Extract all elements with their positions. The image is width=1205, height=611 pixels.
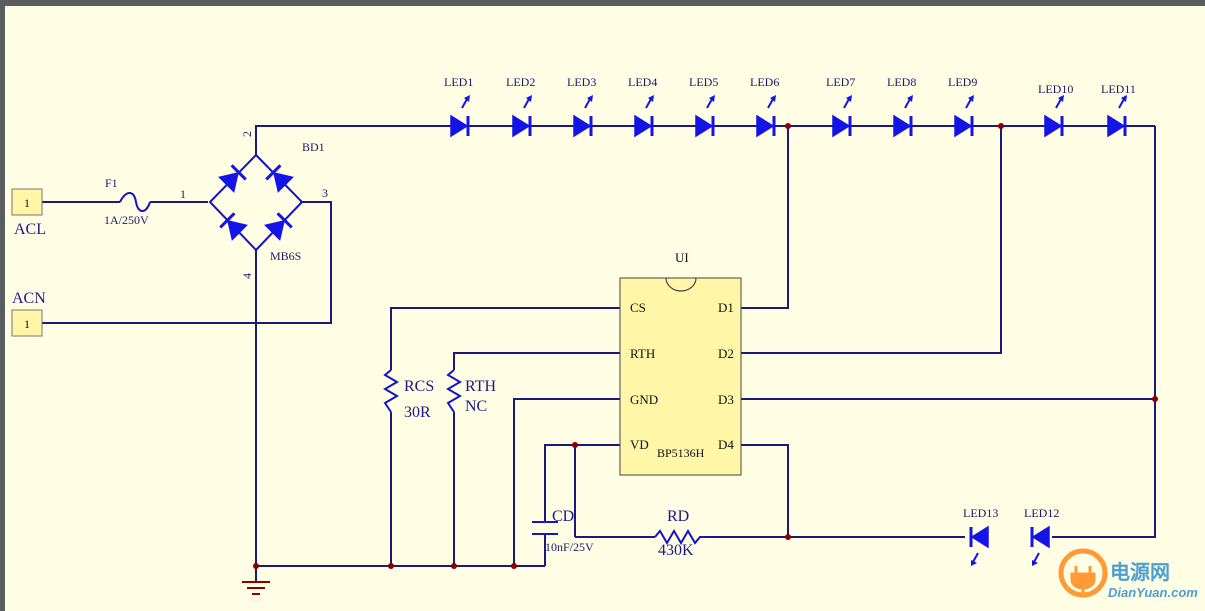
led-label: LED5 [689, 75, 718, 89]
bridge-pin-2: 2 [240, 131, 254, 137]
led-label: LED1 [444, 75, 473, 89]
bridge-value: MB6S [270, 249, 301, 263]
fuse-f1: F1 1A/250V 1 [104, 176, 186, 227]
wires [42, 125, 1156, 582]
led-label: LED8 [887, 75, 916, 89]
resistor-rth-value: NC [465, 398, 487, 415]
bridge-pin-4: 4 [240, 273, 254, 279]
ic-pin-d4: D4 [718, 437, 734, 452]
led-label: LED12 [1024, 506, 1059, 520]
led-label: LED7 [826, 75, 855, 89]
connector-acn-label: ACN [12, 290, 46, 307]
led-led8: LED8 [887, 75, 916, 138]
fuse-pin-label: 1 [180, 187, 186, 201]
connector-acl: 1 ACL [11, 188, 46, 238]
led-label: LED10 [1038, 82, 1073, 96]
resistor-rd-ref: RD [667, 508, 689, 525]
led-led4: LED4 [628, 75, 657, 138]
ic-pin-vd: VD [630, 437, 649, 452]
led-label: LED4 [628, 75, 657, 89]
bridge-rectifier: BD1 MB6S 2 3 4 [208, 131, 328, 279]
ic-ref: UI [675, 250, 689, 265]
connector-acn: 1 ACN [11, 290, 46, 337]
led-label: LED6 [750, 75, 779, 89]
resistor-rd: RD 430K [654, 508, 705, 559]
led-label: LED13 [963, 506, 998, 520]
capacitor-value: 10nF/25V [545, 540, 594, 554]
led-label: LED3 [567, 75, 596, 89]
resistor-rd-value: 430K [658, 542, 694, 559]
ic-pin-d1: D1 [718, 300, 734, 315]
led-led3: LED3 [567, 75, 596, 138]
fuse-value: 1A/250V [104, 213, 149, 227]
resistor-rth: RTH NC [446, 369, 496, 415]
capacitor-cd: CD 10nF/25V [532, 508, 594, 554]
ground-symbol [242, 581, 270, 595]
ic-pin-gnd: GND [630, 392, 658, 407]
watermark-logo: 电源网 DianYuan.com [1058, 548, 1198, 600]
ic-pin-d2: D2 [718, 346, 734, 361]
ic-pin-cs: CS [630, 300, 646, 315]
connector-acl-label: ACL [14, 221, 46, 238]
led-led5: LED5 [689, 75, 718, 138]
ic-pin-d3: D3 [718, 392, 734, 407]
connector-acn-pin: 1 [24, 317, 30, 331]
led-led1: LED1 [444, 75, 473, 138]
led-led13: LED13 [963, 506, 998, 567]
led-led12: LED12 [1024, 506, 1059, 567]
led-label: LED2 [506, 75, 535, 89]
led-led11: LED11 [1101, 82, 1136, 138]
ic-bp5136h: UI BP5136H CS RTH GND VD D1 D2 D3 D4 [619, 250, 742, 476]
bridge-pin-3: 3 [322, 186, 328, 200]
bridge-ref: BD1 [302, 140, 325, 154]
led-led6: LED6 [750, 75, 779, 138]
ic-part: BP5136H [657, 446, 705, 460]
led-led2: LED2 [506, 75, 535, 138]
fuse-ref: F1 [105, 176, 118, 190]
connector-acl-pin: 1 [24, 196, 30, 210]
led-led10: LED10 [1038, 82, 1073, 138]
resistor-rth-ref: RTH [465, 378, 496, 395]
junctions [253, 123, 1158, 569]
bottom-led-string: LED13 LED12 [963, 506, 1059, 567]
ic-pin-rth: RTH [630, 346, 655, 361]
led-led9: LED9 [948, 75, 977, 138]
capacitor-ref: CD [552, 508, 574, 525]
led-label: LED9 [948, 75, 977, 89]
led-label: LED11 [1101, 82, 1136, 96]
watermark-cn: 电源网 [1110, 561, 1170, 584]
led-led7: LED7 [826, 75, 855, 138]
watermark-en: DianYuan.com [1108, 585, 1198, 600]
resistor-rcs-value: 30R [404, 404, 431, 421]
resistor-rcs-ref: RCS [404, 378, 434, 395]
resistor-rcs: RCS 30R [383, 369, 434, 421]
